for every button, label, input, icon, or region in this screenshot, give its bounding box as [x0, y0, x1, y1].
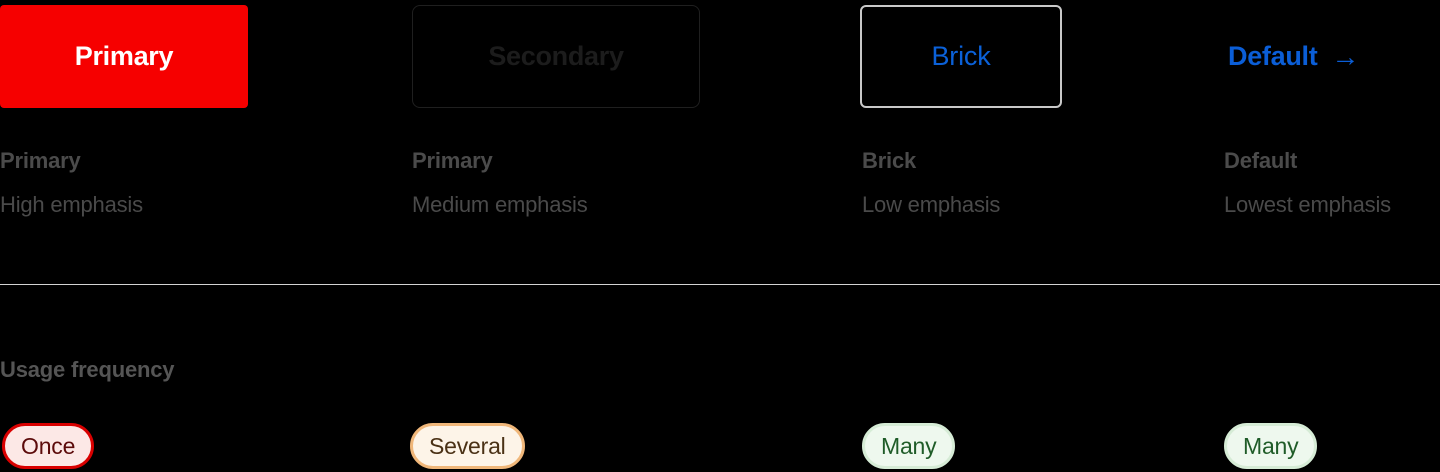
usage-badge-several: Several: [410, 423, 525, 469]
secondary-button[interactable]: Secondary: [412, 5, 700, 108]
caption-block-brick: Brick Low emphasis: [862, 146, 1000, 220]
brick-button-label: Brick: [931, 41, 991, 71]
caption-subtitle: High emphasis: [0, 192, 143, 217]
default-button[interactable]: Default →: [1222, 5, 1422, 108]
usage-badge-label: Many: [881, 432, 937, 459]
usage-badge-once: Once: [2, 423, 95, 469]
usage-frequency-label: Usage frequency: [0, 357, 175, 382]
usage-badge-label: Many: [1243, 432, 1299, 459]
caption-title: Default: [1224, 148, 1298, 173]
secondary-button-label: Secondary: [488, 41, 624, 71]
caption-title: Primary: [412, 148, 493, 173]
caption-block-default: Default Lowest emphasis: [1224, 146, 1391, 220]
caption-subtitle: Medium emphasis: [412, 192, 588, 217]
usage-badge-many-brick: Many: [862, 423, 956, 469]
section-divider: [0, 284, 1440, 285]
default-button-label: Default: [1228, 41, 1318, 71]
caption-subtitle: Low emphasis: [862, 192, 1001, 217]
primary-button[interactable]: Primary: [0, 5, 248, 108]
primary-button-label: Primary: [74, 41, 174, 71]
brick-button[interactable]: Brick: [860, 5, 1062, 108]
usage-badge-label: Once: [21, 432, 76, 459]
caption-block-primary: Primary High emphasis: [0, 146, 400, 220]
usage-badge-many-default: Many: [1224, 423, 1318, 469]
arrow-right-icon: →: [1331, 40, 1360, 72]
caption-title: Primary: [0, 148, 81, 173]
usage-badge-label: Several: [429, 432, 506, 459]
caption-title: Brick: [862, 148, 917, 173]
caption-block-secondary: Primary Medium emphasis: [412, 146, 588, 220]
caption-subtitle: Lowest emphasis: [1224, 192, 1391, 217]
